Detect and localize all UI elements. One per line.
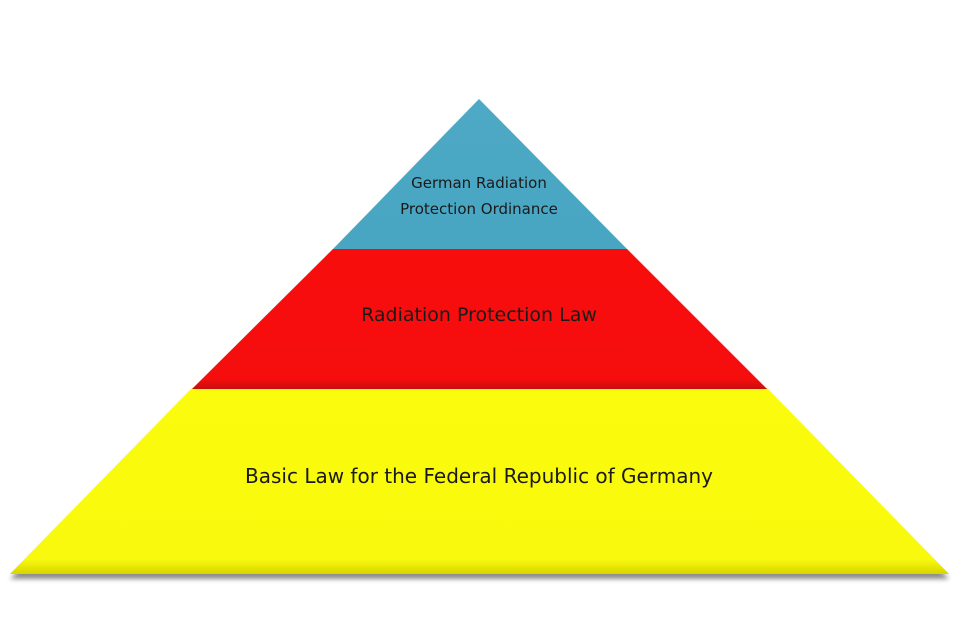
- pyramid-level-top: [333, 99, 627, 249]
- pyramid-level-middle: [192, 249, 767, 389]
- pyramid-level-base: [10, 388, 949, 574]
- top-level-label-line1: German Radiation: [411, 174, 547, 192]
- base-level-label: Basic Law for the Federal Republic of Ge…: [245, 464, 713, 488]
- middle-level-label: Radiation Protection Law: [361, 304, 597, 326]
- top-level-label-line2: Protection Ordinance: [400, 200, 558, 218]
